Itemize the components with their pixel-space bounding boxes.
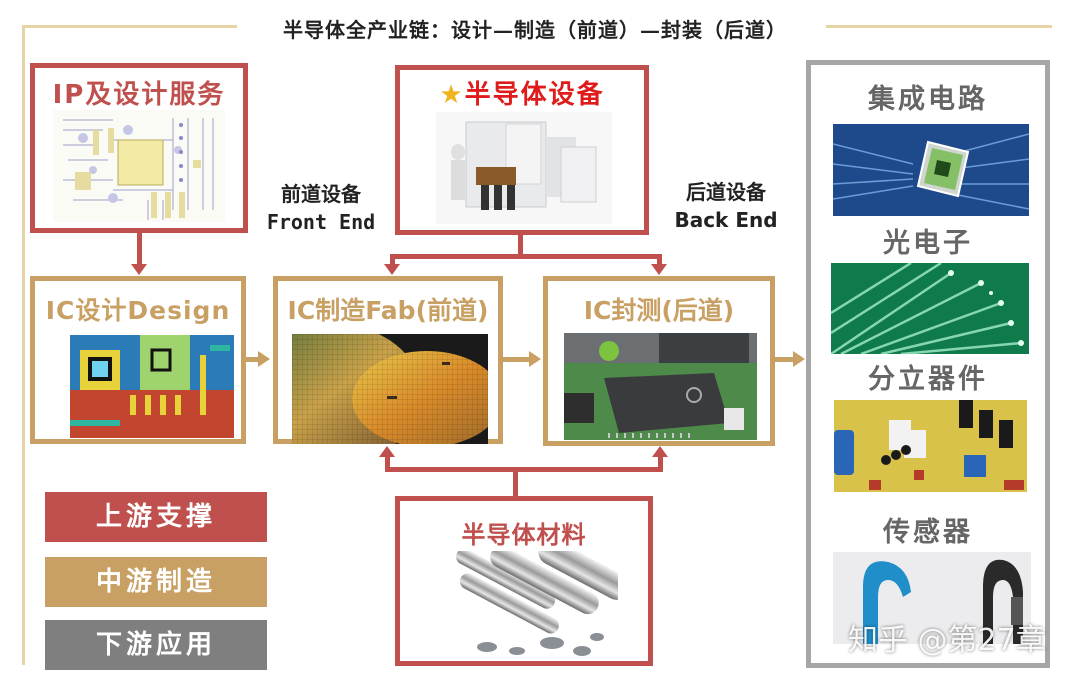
downstream-item-label: 传感器 bbox=[883, 517, 973, 548]
watermark: 知乎 @第27章 bbox=[848, 623, 1046, 658]
semiconductor-materials-box: 半导体材料 bbox=[395, 496, 653, 666]
connector-fab-to-packaging bbox=[503, 357, 531, 362]
ip-design-services-label: IP及设计服务 bbox=[52, 80, 226, 110]
connector-materials-to-fab bbox=[385, 455, 390, 472]
circuit-schematic-image bbox=[53, 110, 225, 222]
arrow-down-icon bbox=[131, 264, 147, 275]
optical-fiber-image bbox=[831, 263, 1029, 354]
ic-packaging-test-box: IC封测(后道) bbox=[543, 276, 775, 446]
front-end-equipment-label: 前道设备 Front End bbox=[262, 180, 380, 236]
downstream-applications-box: 集成电路 光电子 分立器件 传感器 bbox=[806, 60, 1050, 668]
title-rule-left bbox=[22, 25, 237, 28]
semiconductor-equipment-title: ★半导体设备 bbox=[400, 74, 644, 111]
back-end-equipment-label: 后道设备 Back End bbox=[672, 178, 780, 234]
ic-layout-image bbox=[70, 335, 234, 438]
ic-packaging-test-label: IC封测(后道) bbox=[583, 296, 735, 325]
ic-fab-label: IC制造Fab(前道) bbox=[287, 296, 489, 325]
connector-equipment-branch bbox=[390, 254, 662, 259]
back-end-cn: 后道设备 bbox=[686, 180, 766, 204]
connector-equipment-to-fab bbox=[390, 254, 395, 266]
frame-left-rule bbox=[22, 25, 25, 665]
discrete-components-image bbox=[834, 400, 1027, 492]
connector-materials-stem bbox=[513, 467, 518, 497]
connector-ip-to-design bbox=[137, 233, 142, 267]
connector-equipment-stem bbox=[518, 235, 523, 257]
downstream-item-label: 集成电路 bbox=[868, 84, 988, 115]
arrow-down-icon bbox=[651, 264, 667, 275]
diagram-title: 半导体全产业链：设计—制造（前道）—封装（后道） bbox=[283, 18, 787, 42]
legend-downstream: 下游应用 bbox=[45, 620, 267, 670]
downstream-item-label: 分立器件 bbox=[868, 364, 988, 395]
legend-midstream: 中游制造 bbox=[45, 557, 267, 607]
ic-design-label: IC设计Design bbox=[45, 296, 231, 325]
ip-design-services-box: IP及设计服务 bbox=[30, 63, 248, 233]
semiconductor-equipment-box: ★半导体设备 bbox=[395, 65, 649, 235]
arrow-up-icon bbox=[652, 446, 668, 457]
arrow-right-icon bbox=[793, 351, 805, 367]
connector-materials-branch bbox=[385, 467, 663, 472]
semiconductor-materials-label: 半导体材料 bbox=[461, 521, 587, 549]
front-end-en: Front End bbox=[266, 210, 376, 234]
ic-fab-box: IC制造Fab(前道) bbox=[273, 276, 503, 444]
connector-design-to-fab bbox=[246, 357, 260, 362]
integrated-circuit-image bbox=[833, 124, 1029, 216]
ic-design-box: IC设计Design bbox=[30, 276, 246, 444]
arrow-right-icon bbox=[258, 351, 270, 367]
semiconductor-equipment-label: 半导体设备 bbox=[464, 80, 605, 110]
star-icon: ★ bbox=[439, 80, 465, 110]
downstream-item-label: 光电子 bbox=[883, 228, 973, 259]
connector-packaging-to-downstream bbox=[775, 357, 795, 362]
silicon-ingots-image bbox=[432, 551, 618, 661]
connector-materials-to-packaging bbox=[658, 455, 663, 472]
sensor-wearables-image bbox=[833, 552, 1031, 644]
semiconductor-equipment-image bbox=[436, 112, 612, 224]
front-end-cn: 前道设备 bbox=[281, 182, 361, 206]
packaged-chip-image bbox=[564, 333, 757, 440]
arrow-up-icon bbox=[379, 446, 395, 457]
arrow-down-icon bbox=[384, 264, 400, 275]
back-end-en: Back End bbox=[674, 208, 778, 232]
title-rule-right bbox=[826, 25, 1052, 28]
silicon-wafer-image bbox=[292, 334, 488, 444]
arrow-right-icon bbox=[529, 351, 541, 367]
legend-upstream: 上游支撑 bbox=[45, 492, 267, 542]
connector-equipment-to-packaging bbox=[657, 254, 662, 266]
